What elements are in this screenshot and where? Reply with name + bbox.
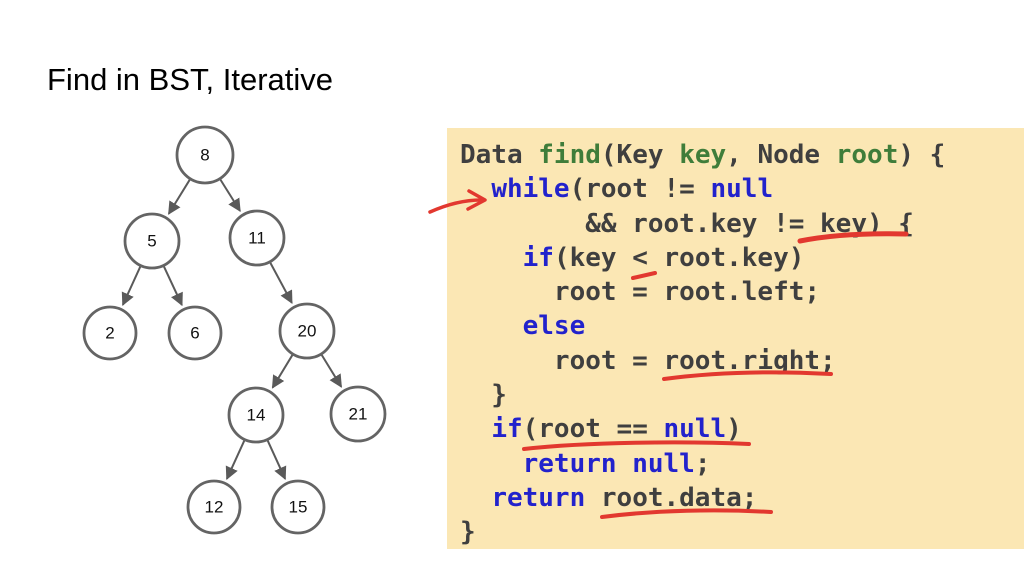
tree-edge: [219, 178, 241, 212]
code-line: if(root == null): [491, 414, 742, 445]
code-line: }: [460, 517, 476, 548]
page-title: Find in BST, Iterative: [47, 62, 334, 97]
tree-edge: [167, 178, 192, 215]
tree-node-15: 15: [270, 479, 326, 535]
tree-node-21: 21: [329, 385, 387, 443]
tree-node-2: 2: [82, 305, 138, 361]
code-line: while(root != null: [491, 174, 774, 205]
code-line: return null;: [522, 448, 711, 479]
code-line: else: [522, 311, 586, 342]
code-line: root = root.left;: [460, 277, 821, 308]
code-line: return root.data;: [491, 482, 758, 513]
tree-node-label: 11: [248, 229, 266, 248]
tree-node-5: 5: [123, 212, 181, 270]
tree-node-label: 6: [190, 324, 199, 343]
tree-node-11: 11: [228, 209, 286, 267]
tree-node-label: 14: [247, 406, 266, 425]
tree-edge: [320, 353, 343, 388]
tree-node-label: 5: [147, 232, 156, 251]
code-line: Data find(Key key, Node root) {: [460, 140, 946, 170]
tree-edge: [266, 439, 287, 480]
code-line: root = root.right;: [460, 345, 836, 376]
tree-node-12: 12: [186, 479, 242, 535]
tree-node-label: 12: [205, 498, 224, 517]
tree-node-label: 15: [289, 498, 308, 517]
tree-node-6: 6: [167, 305, 223, 361]
code-line: if(key < root.key): [522, 242, 805, 273]
code-panel: Data find(Key key, Node root) { while(ro…: [447, 128, 1024, 549]
tree-node-label: 8: [200, 146, 209, 165]
code-line: }: [460, 380, 507, 411]
tree-edge: [225, 439, 246, 480]
tree-node-label: 21: [349, 405, 368, 424]
tree-edge: [162, 265, 183, 307]
tree-node-20: 20: [278, 302, 336, 360]
tree-node-8: 8: [175, 125, 235, 185]
tree-edge: [121, 265, 142, 306]
tree-node-label: 2: [105, 324, 114, 343]
code-line: && root.key != key) {: [460, 208, 914, 239]
tree-edge: [271, 353, 294, 389]
tree-node-label: 20: [298, 322, 317, 341]
code-block: Data find(Key key, Node root) { while(ro…: [447, 128, 1024, 550]
tree-edge: [268, 261, 293, 304]
tree-node-14: 14: [227, 386, 285, 444]
